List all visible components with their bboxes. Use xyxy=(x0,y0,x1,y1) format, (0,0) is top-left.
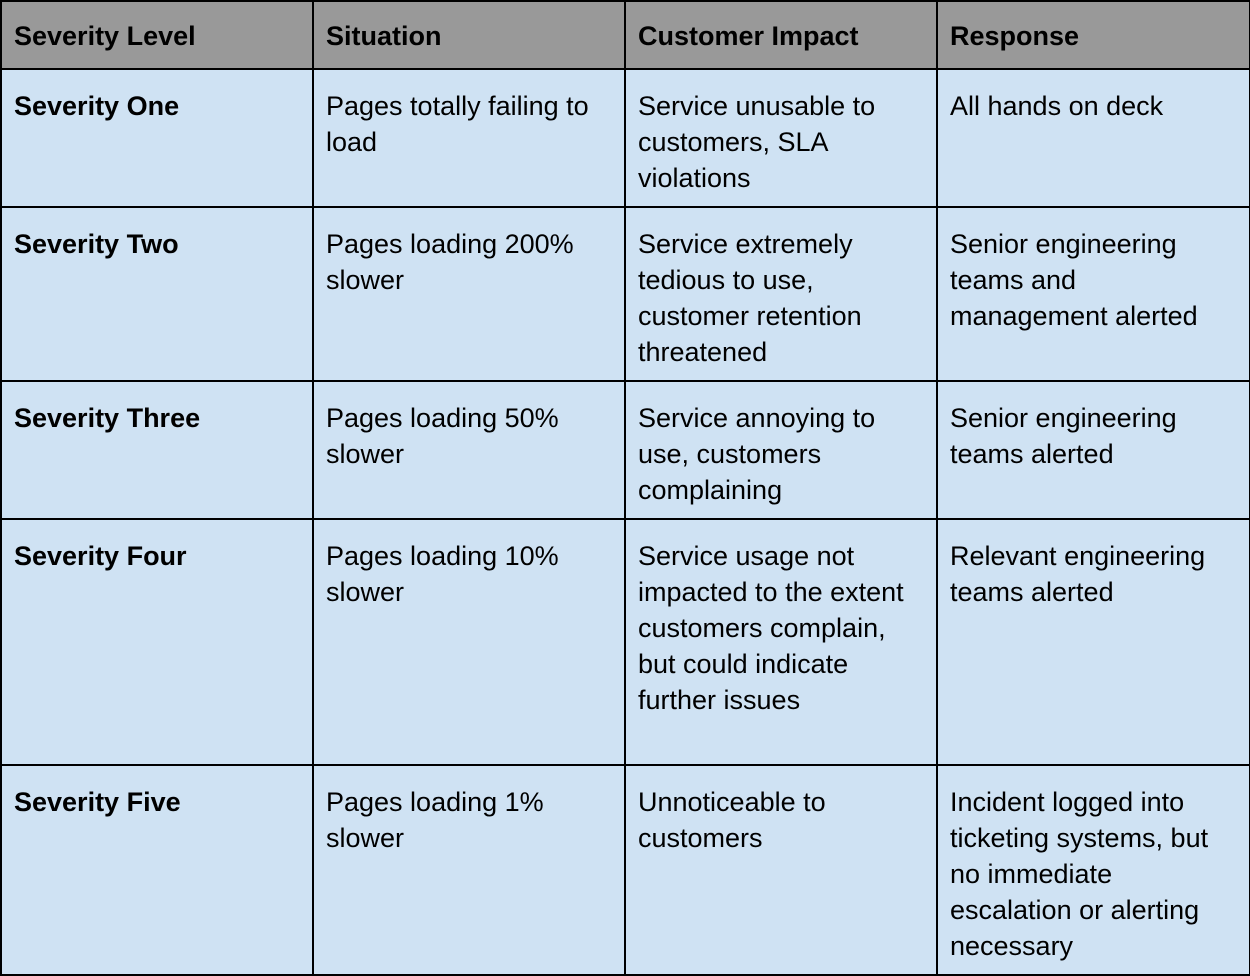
situation-cell: Pages loading 10% slower xyxy=(312,518,626,766)
header-response: Response xyxy=(936,0,1250,70)
table-row: Severity Three Pages loading 50% slower … xyxy=(0,380,1250,520)
situation-cell: Pages loading 200% slower xyxy=(312,206,626,382)
customer-impact-cell: Service extremely tedious to use, custom… xyxy=(624,206,938,382)
severity-level-cell: Severity Five xyxy=(0,764,314,976)
header-row: Severity Level Situation Customer Impact… xyxy=(0,0,1250,70)
severity-level-cell: Severity Four xyxy=(0,518,314,766)
table-row: Severity Two Pages loading 200% slower S… xyxy=(0,206,1250,382)
response-cell: Senior engineering teams alerted xyxy=(936,380,1250,520)
response-cell: All hands on deck xyxy=(936,68,1250,208)
customer-impact-cell: Unnoticeable to customers xyxy=(624,764,938,976)
situation-cell: Pages totally failing to load xyxy=(312,68,626,208)
situation-cell: Pages loading 1% slower xyxy=(312,764,626,976)
customer-impact-cell: Service usage not impacted to the extent… xyxy=(624,518,938,766)
response-cell: Incident logged into ticketing systems, … xyxy=(936,764,1250,976)
situation-cell: Pages loading 50% slower xyxy=(312,380,626,520)
header-situation: Situation xyxy=(312,0,626,70)
header-customer-impact: Customer Impact xyxy=(624,0,938,70)
table-row: Severity Five Pages loading 1% slower Un… xyxy=(0,764,1250,976)
header-severity-level: Severity Level xyxy=(0,0,314,70)
table-row: Severity One Pages totally failing to lo… xyxy=(0,68,1250,208)
table-row: Severity Four Pages loading 10% slower S… xyxy=(0,518,1250,766)
customer-impact-cell: Service unusable to customers, SLA viola… xyxy=(624,68,938,208)
customer-impact-cell: Service annoying to use, customers compl… xyxy=(624,380,938,520)
response-cell: Senior engineering teams and management … xyxy=(936,206,1250,382)
severity-level-cell: Severity One xyxy=(0,68,314,208)
severity-level-cell: Severity Two xyxy=(0,206,314,382)
response-cell: Relevant engineering teams alerted xyxy=(936,518,1250,766)
severity-level-cell: Severity Three xyxy=(0,380,314,520)
